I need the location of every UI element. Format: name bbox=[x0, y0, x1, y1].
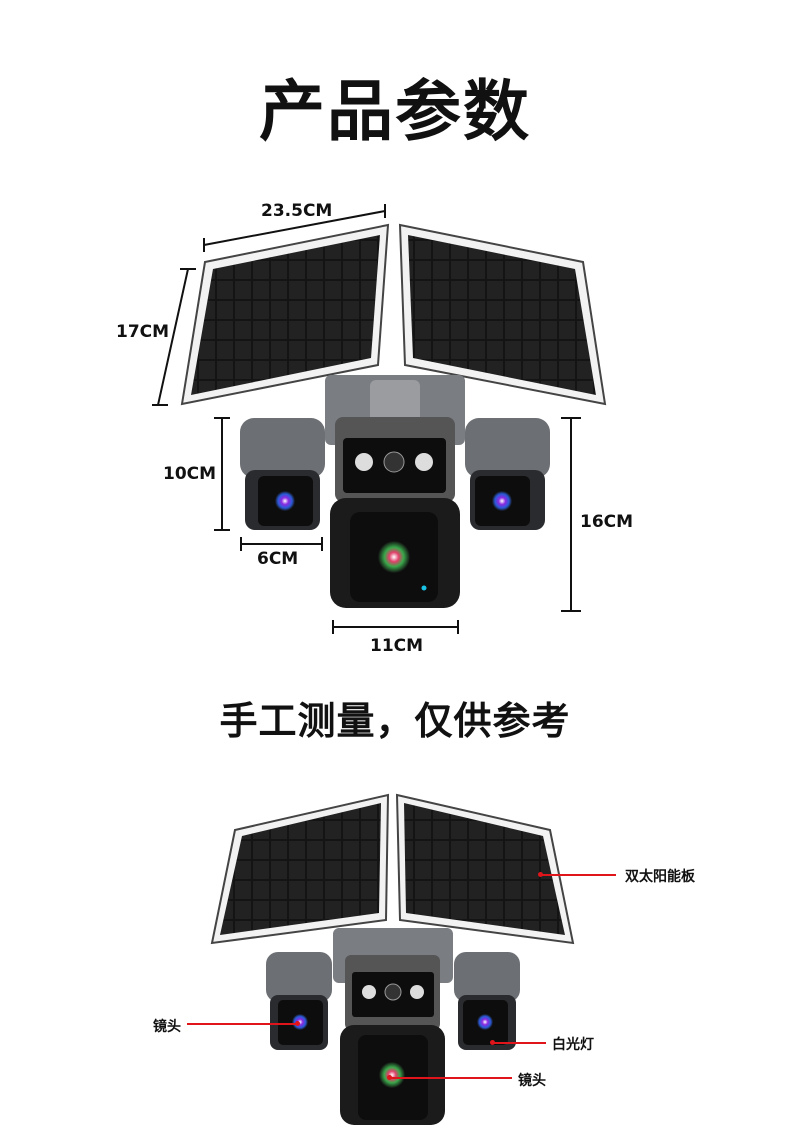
dim-panel-height: 17CM bbox=[116, 322, 170, 342]
callout-line bbox=[494, 1042, 546, 1044]
callout-lens-center: 镜头 bbox=[518, 1073, 546, 1089]
side-camera-left bbox=[266, 952, 332, 1050]
callout-dot bbox=[490, 1040, 495, 1045]
dim-line bbox=[221, 417, 223, 530]
dim-tick bbox=[561, 417, 581, 419]
dim-side-cam-width: 6CM bbox=[257, 549, 299, 569]
callout-line bbox=[391, 1077, 512, 1079]
dim-tick bbox=[214, 417, 230, 419]
callout-line bbox=[187, 1023, 297, 1025]
product-dimension-diagram bbox=[180, 223, 607, 608]
dim-center-cam-width: 11CM bbox=[370, 636, 424, 656]
product-feature-diagram bbox=[210, 793, 575, 1125]
dim-tick bbox=[457, 620, 459, 634]
dim-tick bbox=[214, 529, 230, 531]
side-camera-right bbox=[454, 952, 520, 1050]
dim-tick bbox=[332, 620, 334, 634]
measurement-note: 手工测量，仅供参考 bbox=[219, 699, 571, 743]
callout-dot bbox=[538, 872, 543, 877]
callout-line bbox=[542, 874, 616, 876]
dim-lines-panel bbox=[152, 210, 386, 406]
dim-line bbox=[333, 626, 458, 628]
dim-side-cam-height: 10CM bbox=[163, 464, 217, 484]
dim-total-height: 16CM bbox=[580, 512, 634, 532]
callout-white-light: 白光灯 bbox=[552, 1037, 594, 1053]
solar-panel-right bbox=[395, 793, 575, 945]
page-title: 产品参数 bbox=[259, 73, 531, 150]
solar-panel-left bbox=[210, 793, 390, 945]
callout-dot bbox=[387, 1075, 392, 1080]
callout-dot bbox=[295, 1021, 300, 1026]
dim-tick bbox=[561, 610, 581, 612]
side-camera-right bbox=[465, 418, 550, 530]
dim-tick bbox=[240, 537, 242, 551]
solar-panel-left bbox=[180, 223, 390, 406]
dim-line bbox=[570, 418, 572, 611]
dim-panel-width: 23.5CM bbox=[261, 201, 333, 221]
solar-panel-right bbox=[398, 223, 607, 406]
dim-tick bbox=[321, 537, 323, 551]
callout-lens-left: 镜头 bbox=[153, 1019, 181, 1035]
callout-solar-panel: 双太阳能板 bbox=[625, 869, 695, 885]
side-camera-left bbox=[240, 418, 325, 530]
dim-line bbox=[240, 543, 322, 545]
